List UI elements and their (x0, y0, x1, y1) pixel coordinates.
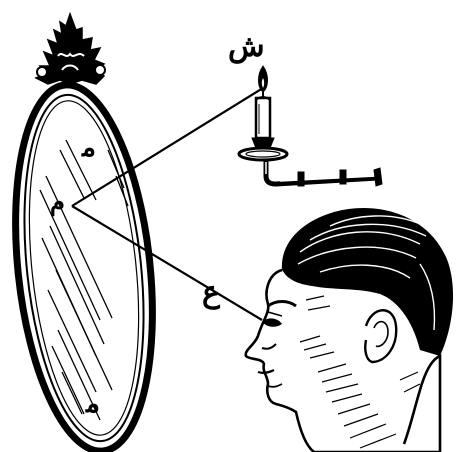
label-ain: ع (202, 275, 221, 310)
human-head-icon (246, 208, 453, 452)
label-meem: م (50, 187, 65, 217)
reflected-ray (72, 206, 262, 320)
mirror-crest-ornament (36, 14, 105, 84)
label-mirror-bottom-mark: ﻣ (85, 389, 100, 419)
label-mirror-top-mark: ﻣ (81, 133, 96, 163)
candle-icon (239, 66, 382, 186)
label-shin: ش (228, 29, 265, 64)
mirror-glass-hatching (40, 140, 128, 420)
